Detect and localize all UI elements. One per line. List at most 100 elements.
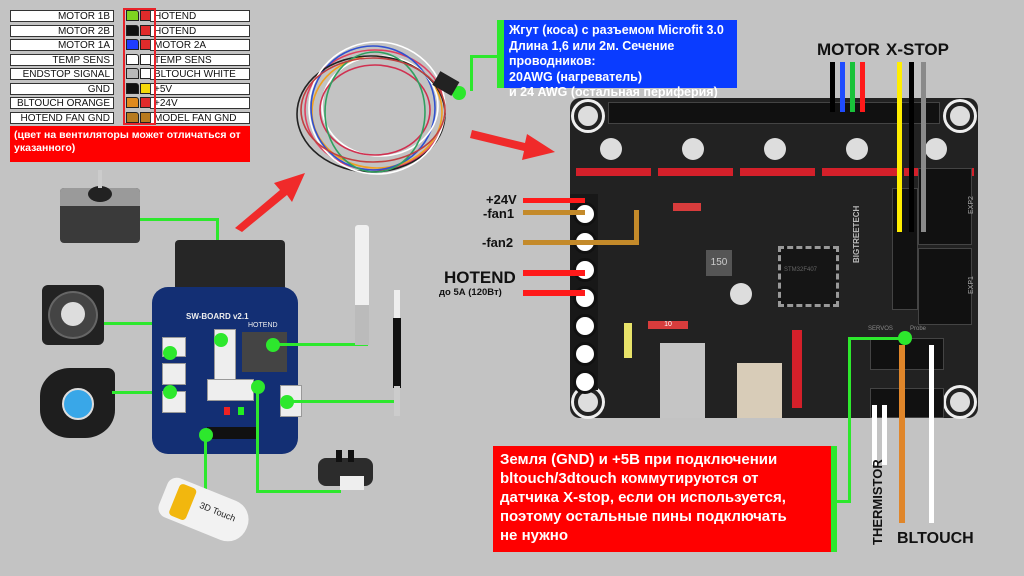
blower-line <box>112 391 172 394</box>
wire-color-swatch <box>126 39 139 50</box>
arrow-icon <box>235 173 305 232</box>
capacitor <box>600 138 622 160</box>
blower-dot <box>163 385 177 399</box>
exp1-header <box>918 248 972 325</box>
pin-right-label: MODEL FAN GND <box>150 111 250 124</box>
xstop-wire <box>921 62 926 232</box>
fuse-small: 10 <box>648 321 688 329</box>
sd-card-slot <box>737 363 782 418</box>
pinout-row: MOTOR 1B HOTEND <box>10 10 250 23</box>
fan1-wire <box>523 210 585 215</box>
pin-right-label: HOTEND <box>150 24 250 37</box>
mount-hole <box>946 102 974 130</box>
motor-line <box>140 218 218 221</box>
motor-headers <box>608 102 940 124</box>
wire-harness-icon <box>296 41 460 175</box>
pin-right-label: +24V <box>150 97 250 109</box>
xstop-wire <box>897 62 902 232</box>
xstop-label: X-STOP <box>886 40 949 59</box>
connector-frame <box>123 8 156 125</box>
harness-note-line: и 24 AWG (остальная периферия) <box>509 85 718 99</box>
swboard-hotend-label: HOTEND <box>248 322 278 329</box>
thermistor-wire <box>882 405 887 465</box>
endstop-connector <box>207 379 254 401</box>
pinout-note: (цвет на вентиляторы может отличаться от… <box>10 126 250 162</box>
red-header <box>792 330 802 408</box>
fan-dot <box>163 346 177 360</box>
controller-board: STM32F407 150 BIGTREETECH 10 EXP2 EXP1 S… <box>570 98 978 418</box>
gnd-note-line: bltouch/3dtouch коммутируются от <box>500 470 759 487</box>
thermistor-label: THERMISTOR <box>870 459 885 545</box>
pin-right-label: +5V <box>150 82 250 95</box>
wire-color-swatch <box>126 97 139 108</box>
pin-right-label: HOTEND <box>150 10 250 22</box>
wire-color-swatch <box>126 111 139 123</box>
power-terminal <box>570 194 598 394</box>
thermistor-line <box>292 400 399 403</box>
arrow-icon <box>470 130 555 160</box>
capacitor <box>730 283 752 305</box>
wire-color-swatch <box>126 82 139 94</box>
fuse-large <box>624 323 632 358</box>
blower-fan-icon <box>40 368 115 438</box>
hotend-dot <box>266 338 280 352</box>
optical-endstop-icon <box>318 450 373 490</box>
pin-left-label: MOTOR 1A <box>10 39 114 51</box>
usb-port <box>660 343 705 418</box>
harness-connector-line <box>470 55 473 91</box>
pinout-row: GND +5V <box>10 82 250 96</box>
capacitor <box>846 138 868 160</box>
fan2-wire <box>634 210 639 245</box>
pin-left-label: MOTOR 1B <box>10 10 114 22</box>
motor-wire <box>840 62 845 112</box>
servo-line <box>848 337 851 502</box>
harness-connector-dot <box>452 86 466 100</box>
pin-left-label: GND <box>10 82 114 95</box>
fan2-wire <box>523 240 638 245</box>
thermistor-wire <box>872 405 877 465</box>
v24-wire <box>523 198 585 203</box>
gnd-note-line: не нужно <box>500 527 569 544</box>
mount-hole <box>574 102 602 130</box>
led-green <box>238 407 244 415</box>
probe-label: Probe <box>910 326 927 332</box>
driver-socket <box>740 168 815 176</box>
brand-label: BIGTREETECH <box>852 205 861 263</box>
gnd-note: Земля (GND) и +5В при подключении bltouc… <box>493 446 837 552</box>
pin-right-label: TEMP SENS <box>150 53 250 66</box>
inductor: 150 <box>706 250 732 276</box>
hotend-label: HOTEND <box>444 268 516 287</box>
exp1-label: EXP1 <box>968 276 975 294</box>
servo-line <box>848 337 903 340</box>
probe-header <box>207 427 257 439</box>
bltouch-label: BLTOUCH <box>897 530 974 547</box>
capacitor <box>764 138 786 160</box>
thermistor-dot <box>280 395 294 409</box>
fan-connector <box>162 363 186 385</box>
mcu-chip: STM32F407 <box>778 246 839 307</box>
mcu-label: STM32F407 <box>784 267 818 273</box>
motor-wire <box>830 62 835 112</box>
driver-socket <box>576 168 651 176</box>
servo-line <box>837 500 851 503</box>
driver-socket <box>658 168 733 176</box>
bltouch-white-wire <box>929 345 934 523</box>
pinout-row: BLTOUCH ORANGE+24V <box>10 97 250 110</box>
endstop-line <box>256 392 259 492</box>
hotend-wire <box>523 290 585 296</box>
stepper-motor-icon <box>60 170 140 243</box>
thermistor-wire-icon <box>394 290 400 320</box>
heater-cartridge-icon <box>355 225 369 345</box>
gnd-note-line: поэтому остальные пины подключать <box>500 508 787 525</box>
exp2-label: EXP2 <box>968 196 975 214</box>
motor-label: MOTOR <box>817 40 880 59</box>
pin-right-label: BLTOUCH WHITE <box>150 68 250 80</box>
fan-line <box>104 322 170 325</box>
led-red <box>224 407 230 415</box>
motor-wire <box>860 62 865 112</box>
sw-board: SW-BOARD v2.1 HOTEND <box>152 287 302 454</box>
